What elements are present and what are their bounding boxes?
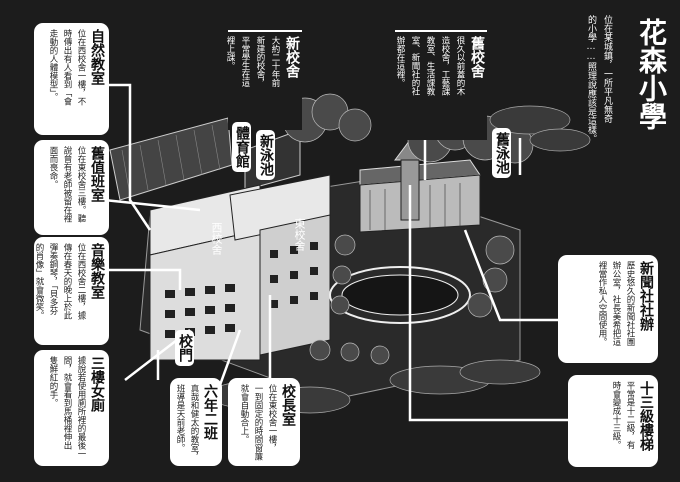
tag-old-pool: 舊泳池	[492, 128, 511, 178]
card-class-6-2: 六年二班 真哉和健太的教室， 班導是天前老師。	[170, 378, 222, 466]
card-desc-line: 位在西校舍二樓，據	[76, 243, 86, 320]
card-desc-line: 平常學生在這	[240, 36, 250, 87]
card-desc-line: 就會自動合上。	[239, 384, 249, 444]
card-principal-office: 校長室 位在東校舍一樓， 一到固定的時間窗簾 就會自動合上。	[228, 378, 300, 466]
card-desc-line: 新建的校舍，	[255, 36, 265, 87]
card-title: 十三級樓梯	[638, 381, 654, 451]
label-west-building: 西校舍	[210, 222, 223, 255]
card-new-school-building: 新校舍 大約二十年前 新建的校舍， 平常學生在這 裡上課。	[225, 30, 302, 130]
card-desc-line: 位在東校舍一樓，	[267, 384, 277, 452]
card-desc-line: 班導是天前老師。	[175, 384, 185, 452]
card-music-room: 音樂教室 位在西校舍二樓，據 傳在春天的晚上於此 彈奏鋼琴，「貝多芬 的肖像」就…	[34, 237, 109, 345]
card-title: 新聞社社辦	[638, 261, 654, 331]
card-desc-line: 辦公室，社長美希把這	[611, 261, 621, 346]
card-thirteen-steps: 十三級樓梯 平常是十二級，有 時會變成十三級。	[568, 375, 658, 467]
card-desc-line: 造校舍，工藝課	[440, 36, 450, 96]
card-desc-line: 時會變成十三級。	[611, 381, 621, 449]
card-desc-line: 面而喪命。	[48, 146, 58, 189]
card-desc-line: 走動的人體模型」。	[48, 29, 58, 102]
card-old-duty-room: 舊值班室 位在東校舍三樓。聽 說曾有老師被留在裡 面而喪命。	[34, 140, 109, 235]
running-track	[329, 266, 471, 324]
card-desc-line: 裡當作私人空間使用。	[597, 261, 607, 346]
tag-school-gate: 校門	[175, 330, 194, 366]
card-desc-line: 很久以前蓋的木	[455, 36, 465, 96]
card-desc-line: 傳在春天的晚上於此	[62, 243, 72, 320]
card-desc-line: 位在東校舍三樓。聽	[76, 146, 86, 223]
card-desc-line: 大約二十年前	[270, 36, 280, 87]
page-subtitle-2: 的小學……照理說應該是這樣。	[586, 15, 596, 143]
card-desc-line: 據說若使用廁所裡的最後一	[76, 356, 86, 458]
card-news-club-room: 新聞社社辦 歷史悠久的新聞社社團 辦公室，社長美希把這 裡當作私人空間使用。	[558, 255, 658, 363]
card-title: 舊值班室	[89, 146, 105, 202]
card-title: 六年二班	[202, 384, 218, 440]
card-desc-line: 真哉和健太的教室，	[189, 384, 199, 461]
card-nature-classroom: 自然教室 位在西校舍一樓，不 時傳出有人看到「會 走動的人體模型」。	[34, 23, 109, 135]
card-desc-line: 時傳出有人看到「會	[62, 29, 72, 106]
card-desc-line: 間，就會看到馬桶裡伸出	[62, 356, 72, 450]
label-east-building: 東校舍	[293, 218, 306, 251]
card-third-floor-toilet: 三樓女廁 據說若使用廁所裡的最後一 間，就會看到馬桶裡伸出 隻鮮紅的手。	[34, 350, 109, 466]
card-title: 新校舍	[284, 36, 300, 78]
card-desc-line: 隻鮮紅的手。	[48, 356, 58, 407]
old-school-building	[359, 174, 481, 233]
card-desc-line: 教室、生活課教	[425, 36, 435, 96]
card-desc-line: 平常是十二級，有	[625, 381, 635, 449]
card-desc-line: 辦都在這裡。	[395, 36, 405, 87]
card-title: 音樂教室	[89, 243, 105, 299]
card-desc-line: 的肖像」就會微笑。	[34, 243, 44, 320]
card-desc-line: 裡上課。	[225, 36, 235, 70]
card-desc-line: 室、新聞社的社	[410, 36, 420, 96]
card-title: 自然教室	[89, 29, 105, 85]
tag-gym: 體育館	[232, 122, 251, 172]
card-title: 舊校舍	[469, 36, 485, 78]
card-desc-line: 一到固定的時間窗簾	[253, 384, 263, 461]
card-old-school-building: 舊校舍 很久以前蓋的木 造校舍，工藝課 教室、生活課教 室、新聞社的社 辦都在這…	[395, 30, 487, 140]
tag-new-pool: 新泳池	[256, 130, 275, 180]
card-desc-line: 說曾有老師被留在裡	[62, 146, 72, 223]
card-desc-line: 位在西校舍一樓，不	[76, 29, 86, 106]
card-title: 三樓女廁	[89, 356, 105, 412]
page-title: 花森小學	[635, 18, 668, 130]
card-desc-line: 彈奏鋼琴，「貝多芬	[48, 243, 58, 316]
card-desc-line: 歷史悠久的新聞社社團	[625, 261, 635, 346]
card-title: 校長室	[280, 384, 296, 426]
page-subtitle-1: 位在某城鎮，一所平凡無奇	[602, 15, 612, 123]
